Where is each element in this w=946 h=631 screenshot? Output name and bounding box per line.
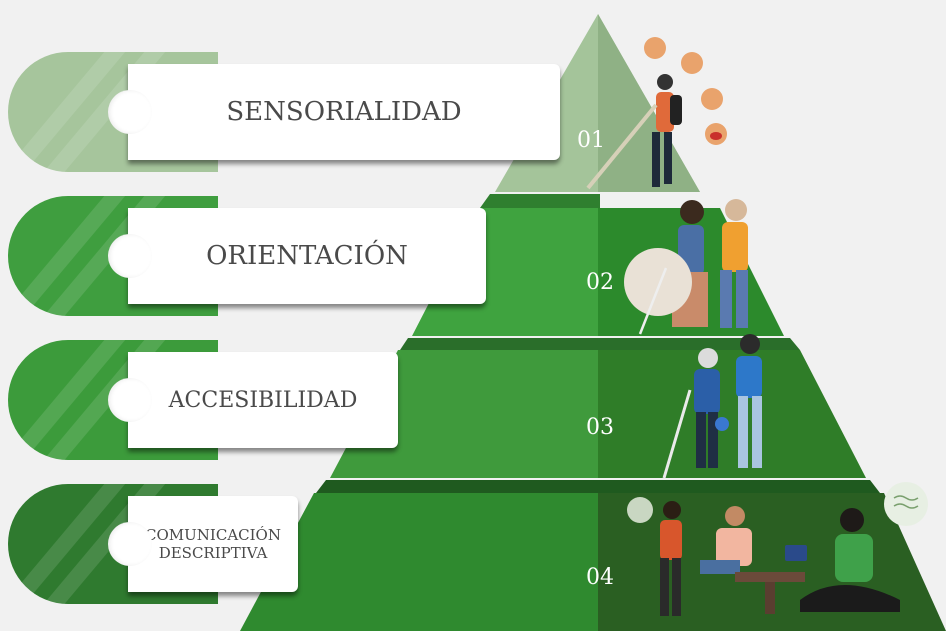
- level-3-label: ACCESIBILIDAD: [168, 387, 358, 413]
- pyramid-level-2: [412, 208, 598, 336]
- level-2-label-box: ORIENTACIÓN: [128, 208, 486, 304]
- pyramid-level-4: [240, 493, 598, 631]
- illustration-descriptive-communication: [627, 482, 928, 616]
- pyramid-level-3-top: [400, 338, 800, 350]
- level-4-label-line2: DESCRIPTIVA: [158, 544, 268, 562]
- level-2-number: 02: [586, 270, 614, 295]
- level-3-number: 03: [586, 415, 614, 440]
- level-1-label: SENSORIALIDAD: [226, 97, 462, 127]
- pyramid-level-4-top: [316, 480, 880, 493]
- speech-bubble-icon: [627, 497, 653, 523]
- level-2-label: ORIENTACIÓN: [206, 241, 408, 271]
- hand-icon: [701, 88, 723, 110]
- pyramid-level-2-top: [480, 194, 600, 208]
- illustration-sensoriality: [586, 37, 727, 190]
- illustration-accessibility: [662, 334, 762, 479]
- level-3-notch: [108, 378, 152, 422]
- level-1-number: 01: [577, 128, 605, 153]
- wave-bubble-icon: [884, 482, 928, 526]
- level-2-notch: [108, 234, 152, 278]
- level-1-label-box: SENSORIALIDAD: [128, 64, 560, 160]
- level-4-notch: [108, 522, 152, 566]
- level-1-notch: [108, 90, 152, 134]
- nose-icon: [681, 52, 703, 74]
- level-4-label-box: COMUNICACIÓN DESCRIPTIVA: [128, 496, 298, 592]
- level-4-label-line1: COMUNICACIÓN: [145, 526, 281, 544]
- level-3-label-box: ACCESIBILIDAD: [128, 352, 398, 448]
- level-4-number: 04: [586, 565, 614, 590]
- illustration-orientation: [624, 199, 748, 335]
- ear-icon: [644, 37, 666, 59]
